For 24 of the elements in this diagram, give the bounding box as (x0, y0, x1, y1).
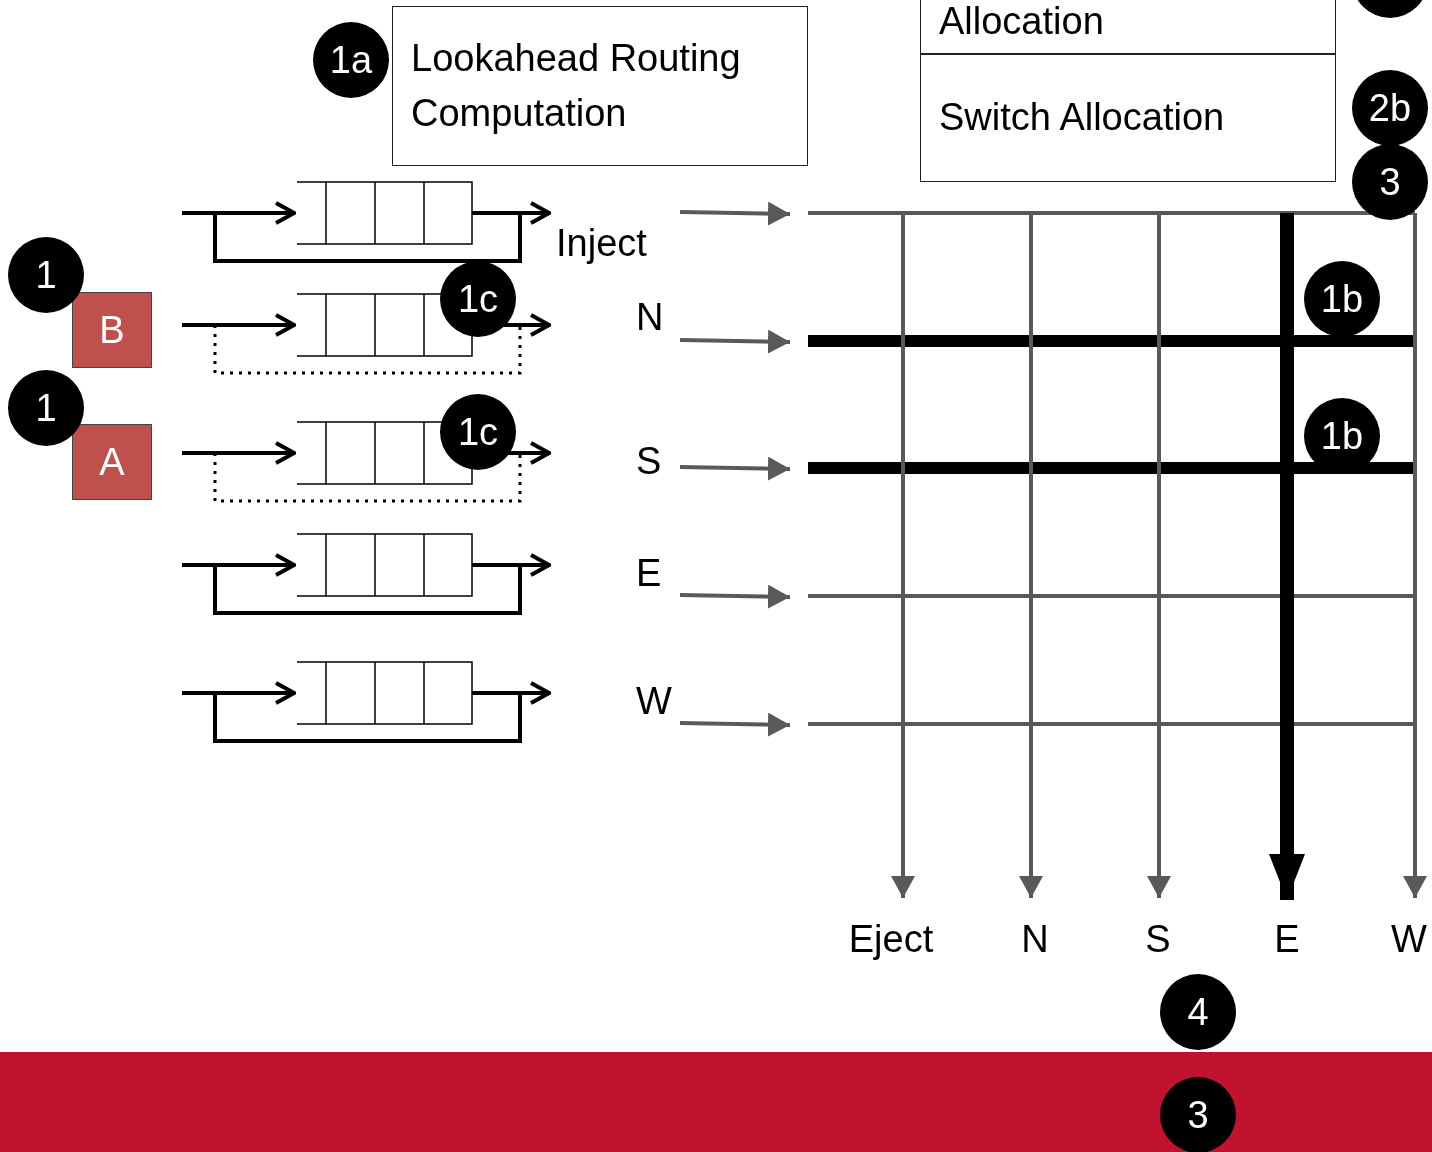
port-label: W (1391, 918, 1427, 961)
port-label: N (1021, 918, 1049, 961)
port-label: Inject (556, 222, 647, 265)
process-box: Switch Allocation (920, 54, 1336, 182)
process-box: Lookahead Routing Computation (392, 6, 808, 166)
port-label: E (1274, 918, 1300, 961)
callout-number: 3 (1352, 144, 1428, 220)
flit-box: A (72, 424, 152, 500)
callout-number: 4 (1160, 974, 1236, 1050)
callout-number: 1b (1304, 261, 1380, 337)
callout-number: 2b (1352, 70, 1428, 146)
callout-number: 1 (8, 237, 84, 313)
port-label: N (636, 296, 664, 339)
port-label: S (1145, 918, 1171, 961)
port-label: S (636, 440, 662, 483)
callout-number: 1c (440, 394, 516, 470)
callout-number: 1 (8, 370, 84, 446)
callout-number: 1c (440, 261, 516, 337)
flit-box: B (72, 292, 152, 368)
port-label: W (636, 680, 672, 723)
port-label: Eject (848, 918, 934, 961)
port-label: E (636, 552, 662, 595)
process-box: Allocation (920, 0, 1336, 54)
callout-number: 1a (313, 22, 389, 98)
